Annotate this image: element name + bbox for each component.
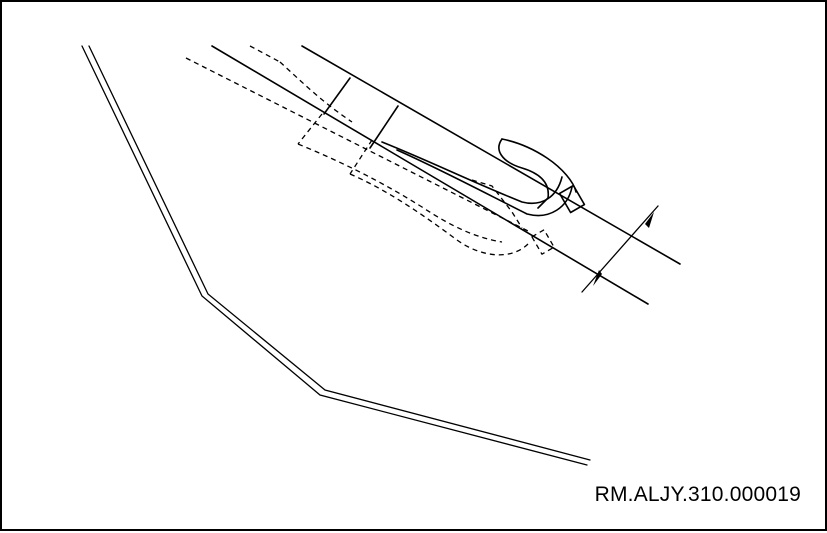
wiper-hook (498, 138, 586, 214)
wiper-blade-dashed (185, 45, 555, 256)
wiper-blade-solid (211, 45, 681, 305)
windshield-edge (81, 45, 591, 466)
dimension-marker (581, 205, 659, 293)
reference-code: RM.ALJY.310.000019 (594, 483, 801, 506)
